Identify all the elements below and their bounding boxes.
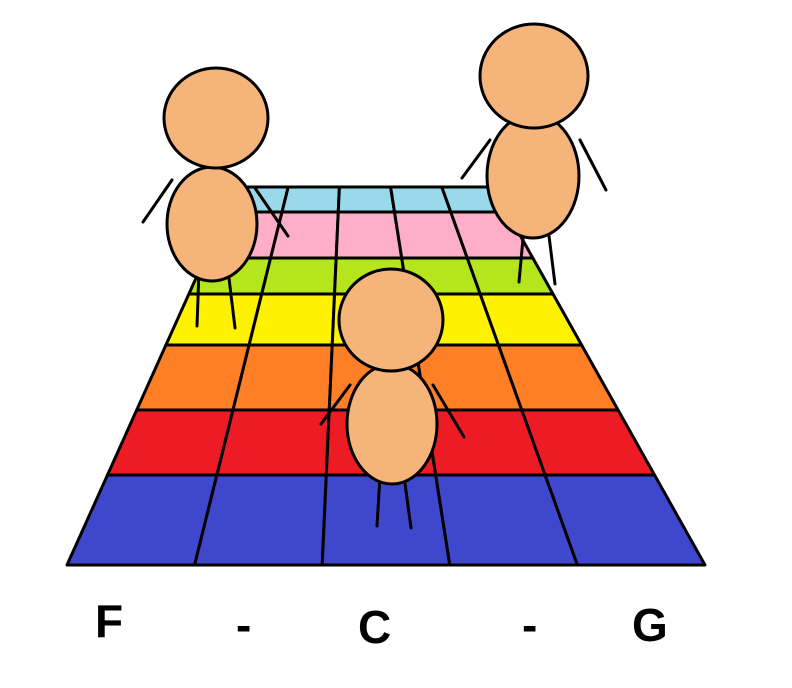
floor-tile <box>478 292 584 347</box>
floor-tile <box>65 473 219 567</box>
label-g: G <box>632 599 668 651</box>
label-dash-1: - <box>236 599 252 651</box>
figure-arm <box>141 178 174 224</box>
floor-tile <box>164 292 264 347</box>
label-dash-2: - <box>522 599 538 651</box>
floor-tile <box>334 210 404 260</box>
figure-arm <box>253 186 290 238</box>
floor-tile <box>193 473 328 567</box>
label-c: C <box>358 601 392 653</box>
floor-tile <box>320 473 452 567</box>
figure-leg <box>226 268 237 330</box>
floor-tile <box>336 185 397 214</box>
floor-tile <box>135 343 251 412</box>
floor-tile <box>231 343 334 412</box>
figure-leg <box>375 474 382 528</box>
figure-body <box>485 112 581 240</box>
label-f: F <box>95 595 124 647</box>
figure-head <box>478 22 590 130</box>
figure-leg <box>402 474 413 530</box>
floor-tile <box>105 408 235 477</box>
floor-tile <box>280 185 341 214</box>
floor-tile <box>247 292 337 347</box>
figure-arm <box>319 383 352 426</box>
figure-leg <box>546 226 557 286</box>
figure-body <box>345 362 439 486</box>
floor-tile <box>269 210 340 260</box>
figure-body <box>165 165 259 283</box>
figure-arm <box>578 138 608 192</box>
floor-tile <box>215 408 331 477</box>
floor-tile <box>543 473 707 567</box>
figure-head <box>162 66 270 170</box>
figure-head <box>337 267 445 373</box>
stick-figures <box>141 22 608 530</box>
floor-tile <box>465 256 555 296</box>
figure-arm <box>460 138 492 180</box>
figure-arm <box>431 383 466 439</box>
floor-tile <box>260 256 338 296</box>
floor-tile <box>520 408 657 477</box>
